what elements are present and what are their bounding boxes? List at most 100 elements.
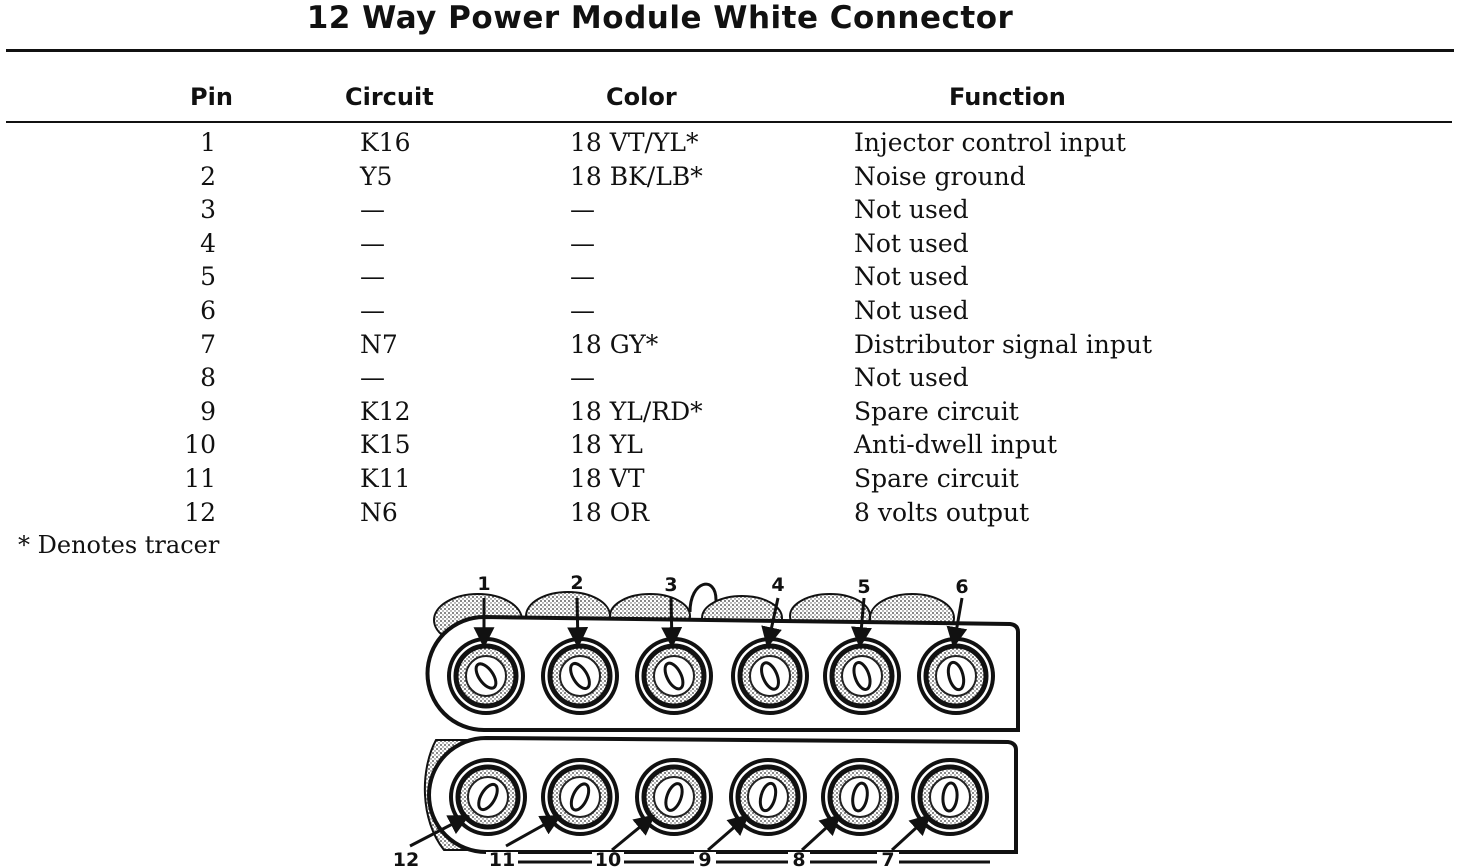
leader-pin-9 — [707, 814, 750, 852]
pin-cavity-6 — [917, 637, 995, 715]
table-row: 2 Y5 18 BK/LB* Noise ground — [0, 160, 1472, 194]
header-divider — [6, 121, 1452, 123]
leader-pin-6 — [946, 597, 968, 649]
leader-pin-3 — [661, 597, 683, 649]
cell-pin: 11 — [184, 463, 216, 493]
cell-function: Spare circuit — [854, 396, 1019, 426]
table-row: 9 K12 18 YL/RD* Spare circuit — [0, 395, 1472, 429]
table-row: 7 N7 18 GY* Distributor signal input — [0, 328, 1472, 362]
cell-circuit: K12 — [360, 396, 411, 426]
cell-pin: 1 — [200, 128, 216, 157]
cell-circuit: — — [360, 363, 385, 393]
cell-pin: 12 — [184, 497, 216, 527]
pin-leaders — [409, 597, 968, 852]
top-pin-labels: 1 2 3 4 5 6 — [477, 572, 968, 598]
pin-cavity-9 — [729, 758, 807, 836]
cell-pin: 5 — [200, 262, 216, 292]
pin-label-7: 7 — [881, 849, 894, 868]
cell-color: — — [570, 195, 595, 225]
pin-cavity-5 — [823, 637, 901, 715]
leader-pin-5 — [850, 597, 872, 649]
cell-circuit: K11 — [360, 463, 411, 493]
leader-pin-8 — [800, 814, 842, 852]
pin-label-1: 1 — [477, 573, 490, 595]
cell-color: 18 OR — [570, 497, 650, 527]
cell-color: 18 VT/YL* — [570, 128, 699, 157]
cell-circuit: Y5 — [360, 161, 393, 191]
leader-pin-2 — [567, 597, 589, 649]
table-row: 10 K15 18 YL Anti-dwell input — [0, 428, 1472, 462]
pin-label-4: 4 — [771, 574, 784, 596]
pin-label-3: 3 — [664, 574, 677, 596]
table-row: 11 K11 18 VT Spare circuit — [0, 462, 1472, 496]
cell-function: Distributor signal input — [854, 329, 1152, 359]
cell-pin: 6 — [200, 295, 216, 325]
cell-color: 18 VT — [570, 463, 645, 493]
cell-circuit: N6 — [360, 497, 398, 527]
cell-color: 18 GY* — [570, 329, 659, 359]
pin-cavity-12 — [449, 758, 527, 836]
bottom-pin-labels: 12 11 10 9 8 7 — [392, 849, 899, 868]
pin-cavity-7 — [911, 758, 989, 836]
pin-label-12: 12 — [393, 849, 419, 868]
cell-circuit: K15 — [360, 430, 411, 460]
pin-label-10: 10 — [595, 849, 621, 868]
cell-circuit: — — [360, 195, 385, 225]
cell-color: — — [570, 363, 595, 393]
column-header-function: Function — [949, 83, 1066, 111]
leader-pin-11 — [505, 814, 562, 848]
cell-function: Anti-dwell input — [854, 430, 1058, 460]
table-row: 1 K16 18 VT/YL* Injector control input — [0, 126, 1472, 160]
leader-pin-4 — [761, 597, 782, 649]
cell-pin: 7 — [200, 329, 216, 359]
pin-cavity-4 — [731, 637, 809, 715]
table-row: 4 — — Not used — [0, 227, 1472, 261]
leader-pin-12 — [409, 815, 470, 848]
pin-cavity-8 — [821, 758, 899, 836]
table-row: 5 — — Not used — [0, 260, 1472, 294]
pin-label-11: 11 — [489, 849, 515, 868]
pin-label-9: 9 — [698, 849, 711, 868]
title-divider — [6, 49, 1454, 52]
table-row: 6 — — Not used — [0, 294, 1472, 328]
cell-color: — — [570, 295, 595, 325]
cell-color: 18 YL — [570, 430, 643, 460]
leader-pin-7 — [890, 814, 932, 852]
cell-function: Injector control input — [854, 128, 1126, 157]
table-row: 12 N6 18 OR 8 volts output — [0, 496, 1472, 530]
cell-circuit: N7 — [360, 329, 398, 359]
cell-color: 18 YL/RD* — [570, 396, 703, 426]
column-header-pin: Pin — [190, 83, 233, 111]
cell-circuit: — — [360, 262, 385, 292]
cell-function: Not used — [854, 228, 969, 258]
pin-label-5: 5 — [857, 576, 870, 598]
pin-cavity-2 — [541, 637, 619, 715]
cell-function: Not used — [854, 262, 969, 292]
pin-cavity-1 — [447, 637, 525, 715]
cell-circuit: K16 — [360, 128, 411, 157]
pin-label-6: 6 — [955, 576, 968, 598]
cell-function: Noise ground — [854, 161, 1026, 191]
cell-function: Not used — [854, 295, 969, 325]
pin-cavities — [447, 637, 995, 836]
pin-cavity-10 — [635, 758, 713, 836]
table-row: 3 — — Not used — [0, 193, 1472, 227]
cell-pin: 3 — [200, 195, 216, 225]
cell-circuit: — — [360, 295, 385, 325]
cell-function: 8 volts output — [854, 497, 1030, 527]
cell-circuit: — — [360, 228, 385, 258]
cell-pin: 9 — [200, 396, 216, 426]
column-header-circuit: Circuit — [345, 83, 434, 111]
cell-pin: 10 — [184, 430, 216, 460]
cell-color: 18 BK/LB* — [570, 161, 703, 191]
table-row: 8 — — Not used — [0, 361, 1472, 395]
pin-label-8: 8 — [792, 849, 805, 868]
tracer-footnote: * Denotes tracer — [18, 531, 220, 559]
page-title: 12 Way Power Module White Connector — [306, 0, 1014, 36]
cell-pin: 8 — [200, 363, 216, 393]
column-header-color: Color — [606, 83, 677, 111]
cell-color: — — [570, 262, 595, 292]
leader-pin-10 — [611, 814, 656, 852]
cell-pin: 4 — [200, 228, 216, 258]
pin-label-2: 2 — [570, 572, 583, 594]
